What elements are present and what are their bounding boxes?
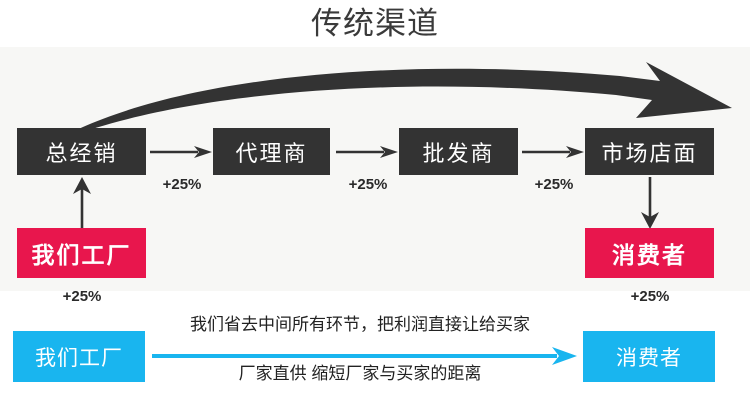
direct-consumer-label: 消费者: [616, 346, 682, 370]
channel-box-agent-label: 代理商: [235, 140, 308, 166]
direct-tagline-bottom: 厂家直供 缩短厂家与买家的距离: [238, 364, 482, 383]
arrow-right-icon-agent-to-wholesaler: [336, 144, 398, 160]
page-title: 传统渠道: [311, 6, 439, 41]
channel-box-agent[interactable]: 代理商: [213, 128, 330, 175]
markup-label-store-to-consumer: +25%: [630, 288, 670, 305]
traditional-factory-box[interactable]: 我们工厂: [17, 228, 146, 278]
direct-tagline-top: 我们省去中间所有环节，把利润直接让给买家: [190, 315, 530, 334]
markup-label-agent-to-wholesaler: +25%: [348, 176, 388, 193]
direct-factory-label: 我们工厂: [35, 346, 123, 370]
markup-label-distributor-to-agent: +25%: [162, 176, 202, 193]
channel-box-distributor-label: 总经销: [45, 140, 118, 166]
channel-box-wholesaler-label: 批发商: [422, 140, 495, 166]
arrow-down-icon-store-to-consumer: [634, 177, 666, 229]
direct-consumer-box[interactable]: 消费者: [583, 331, 715, 382]
channel-box-wholesaler[interactable]: 批发商: [399, 128, 518, 175]
arrow-up-icon-factory-to-distributor: [66, 177, 98, 229]
channel-box-store[interactable]: 市场店面: [585, 128, 714, 175]
arrow-right-icon-wholesaler-to-store: [522, 144, 584, 160]
channel-box-store-label: 市场店面: [601, 140, 698, 166]
traditional-factory-label: 我们工厂: [31, 242, 132, 268]
markup-label-wholesaler-to-store: +25%: [534, 176, 574, 193]
channel-box-distributor[interactable]: 总经销: [17, 128, 146, 175]
direct-factory-box[interactable]: 我们工厂: [13, 331, 145, 382]
arrow-right-icon-direct-supply: [152, 345, 577, 367]
traditional-consumer-label: 消费者: [612, 242, 687, 268]
markup-label-factory-to-distributor: +25%: [62, 288, 102, 305]
curved-bypass-arrow-icon: [60, 50, 740, 135]
traditional-consumer-box[interactable]: 消费者: [585, 228, 714, 278]
arrow-right-icon-distributor-to-agent: [150, 144, 212, 160]
